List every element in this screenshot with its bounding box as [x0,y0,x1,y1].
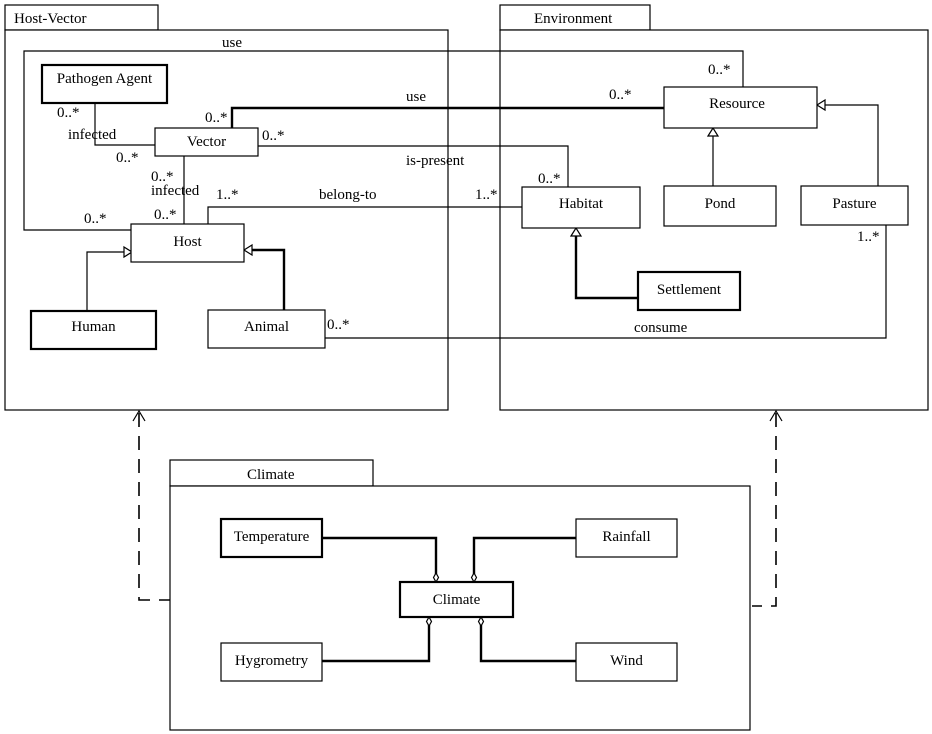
class-pond: Pond [663,185,777,227]
class-label: Rainfall [602,529,650,545]
class-label: Hygrometry [235,653,309,669]
multiplicity-label: 0..* [538,171,561,187]
class-human: Human [29,309,158,351]
association-use-vector-resource [230,106,664,128]
class-settlement: Settlement [636,270,742,312]
association-label-belong-to: belong-to [319,187,377,203]
association-label-use-mid: use [406,89,426,105]
class-label: Climate [433,592,481,608]
class-label: Pasture [832,196,877,212]
dependency-climate-host-vector [132,409,170,601]
class-label: Resource [709,96,765,112]
class-label: Animal [244,319,289,335]
generalization-human-host [86,245,134,311]
dependency-arrowhead [769,409,783,422]
class-resource: Resource [663,86,818,129]
association-is-present [258,145,569,187]
class-vector: Vector [154,127,259,157]
class-rainfall: Rainfall [575,518,678,558]
class-label: Wind [610,653,643,669]
association-label-infected-1: infected [68,127,117,143]
multiplicity-label: 0..* [116,150,139,166]
association-label-use-top: use [222,35,242,51]
multiplicity-label: 0..* [205,110,228,126]
class-pathogen-agent: Pathogen Agent [40,63,169,105]
multiplicity-label: 0..* [84,211,107,227]
class-label: Pathogen Agent [57,71,153,87]
class-label: Human [71,319,116,335]
association-label-is-present: is-present [406,153,465,169]
class-pasture: Pasture [800,185,909,226]
multiplicity-label: 1..* [475,187,498,203]
package-name: Environment [534,11,613,27]
multiplicity-label: 0..* [609,87,632,103]
class-temperature: Temperature [219,517,324,559]
class-label: Host [173,234,202,250]
class-habitat: Habitat [521,186,641,229]
association-label-consume: consume [634,320,688,336]
class-label: Pond [705,196,736,212]
association-use-top [23,50,744,231]
dependency-arrowhead [132,409,146,422]
multiplicity-label: 1..* [857,229,880,245]
multiplicity-label: 0..* [327,317,350,333]
association-belong-to [207,206,522,224]
package-tab [4,4,159,31]
class-label: Habitat [559,196,604,212]
class-label: Vector [187,134,226,150]
association-infected-pathogen-vector [94,103,155,146]
multiplicity-label: 0..* [708,62,731,78]
generalization-pond-resource [706,126,720,186]
multiplicity-label: 0..* [154,207,177,223]
package-name: Host-Vector [14,11,86,27]
multiplicity-label: 1..* [216,187,239,203]
dependency-climate-environment [752,409,783,607]
class-label: Temperature [234,529,310,545]
class-hygrometry: Hygrometry [220,642,323,682]
association-label-infected-2: infected [151,183,200,199]
multiplicity-label: 0..* [151,169,174,185]
multiplicity-label: 0..* [262,128,285,144]
association-consume [325,225,887,339]
class-animal: Animal [207,309,326,349]
generalization-pasture-resource [815,98,879,186]
package-name: Climate [247,467,295,483]
class-label: Settlement [657,282,722,298]
generalization-animal-host [242,243,286,310]
class-climate: Climate [398,580,515,619]
class-host: Host [130,223,245,263]
generalization-settlement-habitat [569,226,638,300]
multiplicity-label: 0..* [57,105,80,121]
class-wind: Wind [575,642,678,682]
package-tab [499,4,651,31]
